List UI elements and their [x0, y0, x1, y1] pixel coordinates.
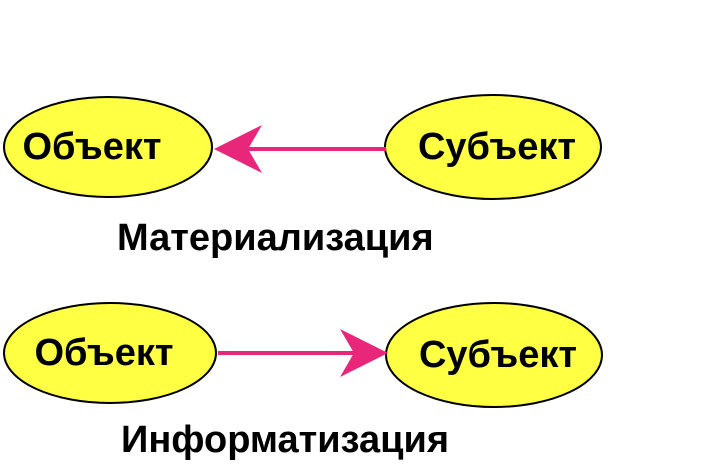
caption-materialization: Материализация	[117, 217, 434, 259]
caption-informatization: Информатизация	[121, 419, 449, 461]
diagram-informatization: Объект Субъект Информатизация	[3, 302, 603, 461]
subject-node-label: Субъект	[419, 334, 577, 376]
object-node-ellipse	[3, 96, 213, 198]
diagram-materialization: Объект Субъект Материализация	[3, 94, 602, 259]
subject-node: Субъект	[385, 302, 603, 408]
arrow-right-to-left	[214, 125, 386, 173]
subject-node-label: Субъект	[418, 126, 576, 168]
object-node: Объект	[3, 96, 213, 198]
object-node-ellipse	[3, 302, 217, 404]
arrow-head-right	[340, 329, 388, 377]
subject-node: Субъект	[384, 94, 602, 200]
arrow-head-left	[214, 125, 262, 173]
object-node-label: Объект	[23, 126, 162, 168]
object-node: Объект	[3, 302, 217, 404]
object-node-label: Объект	[35, 332, 174, 374]
arrow-left-to-right	[218, 329, 388, 377]
subject-node-ellipse	[385, 302, 603, 408]
